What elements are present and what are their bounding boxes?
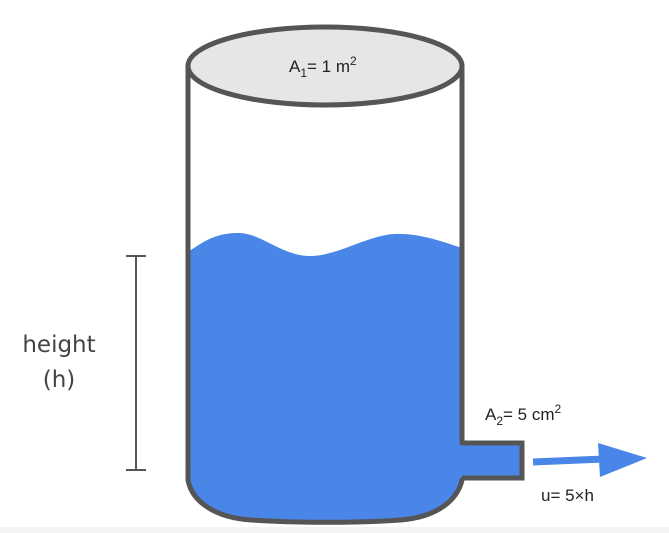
outflow-arrow-shaft [532, 455, 605, 466]
outlet-area-value: = 5 cm [503, 405, 555, 424]
outflow-arrow-icon [532, 443, 647, 477]
outlet-pipe [462, 440, 525, 481]
top-area-subscript: 1 [300, 66, 307, 80]
tank-bottom [185, 467, 465, 525]
outlet-area-subscript: 2 [496, 414, 503, 428]
height-dimension [126, 255, 146, 471]
height-label-word: height [22, 332, 95, 358]
floor-strip [0, 527, 669, 533]
water-body [188, 232, 522, 523]
top-area-value: = 1 m [307, 57, 350, 76]
outlet-area-symbol: A [485, 405, 497, 424]
velocity-label: u= 5×h [541, 486, 594, 505]
top-area-label: A1= 1 m2 [289, 54, 357, 80]
top-area-symbol: A [289, 57, 301, 76]
outlet-area-superscript: 2 [555, 402, 562, 416]
outlet-area-label: A2= 5 cm2 [485, 402, 562, 428]
height-label-symbol: (h) [43, 367, 76, 393]
outflow-arrow-head [598, 443, 647, 477]
tank-lid [185, 24, 465, 108]
top-area-superscript: 2 [350, 54, 357, 68]
